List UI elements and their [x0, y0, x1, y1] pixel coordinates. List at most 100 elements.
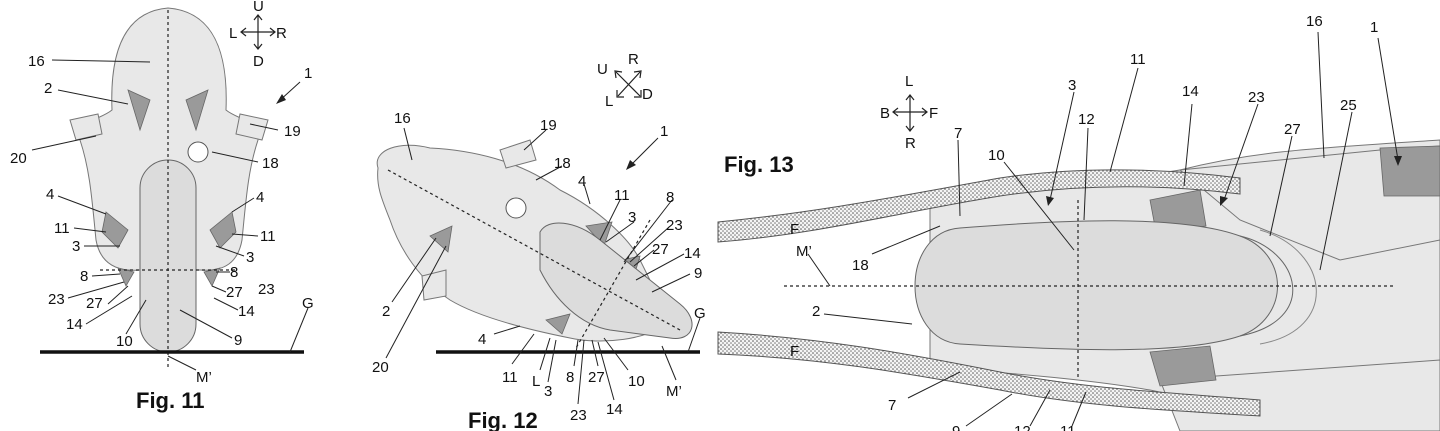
figure-caption: Fig. 13: [724, 152, 794, 177]
ref-label: 27: [588, 369, 605, 386]
ref-label: M’: [796, 243, 812, 260]
ref-label: 19: [540, 117, 557, 134]
ref-label: F: [790, 343, 799, 360]
figure-caption: Fig. 11: [136, 388, 204, 413]
ref-label: 11: [1060, 423, 1076, 431]
center-axis-fig12: [387, 169, 681, 331]
airflow-lower: [717, 331, 1261, 417]
ref-label: 10: [628, 373, 645, 390]
ref-label: 7: [888, 397, 896, 414]
leader-lines-fig13: [807, 31, 1402, 427]
figure-caption: Fig. 12: [468, 408, 538, 431]
ref-label: 8: [666, 189, 674, 206]
compass-left-label: L: [605, 93, 613, 110]
figure-11: U D L R: [10, 0, 314, 413]
ref-label: 27: [86, 295, 103, 312]
ref-label: 3: [246, 249, 254, 266]
ref-label: 11: [614, 187, 630, 204]
ref-label: F: [790, 221, 799, 238]
compass-bottom-label: R: [905, 135, 916, 152]
ref-label: 18: [554, 155, 571, 172]
motorcycle-leaning-view: [376, 139, 693, 342]
ref-label: 4: [46, 186, 54, 203]
ref-label: L: [532, 373, 540, 390]
ref-label: 16: [394, 110, 411, 127]
ref-label: 8: [230, 264, 238, 281]
compass-up-label: U: [253, 0, 264, 15]
ref-label: 8: [80, 268, 88, 285]
compass-down-label: D: [642, 86, 653, 103]
ref-label: 4: [578, 173, 586, 190]
compass-left-label: B: [880, 105, 890, 122]
ref-label: 11: [260, 228, 276, 245]
ref-label: 2: [812, 303, 820, 320]
compass-fig13: [892, 94, 928, 132]
leader-lines-fig12: [385, 127, 701, 405]
ref-label: 23: [48, 291, 65, 308]
ref-label: 12: [1014, 423, 1031, 431]
figure-13: Fig. 13 L R B F: [717, 13, 1440, 431]
transverse-axis-fig12: [575, 219, 651, 349]
reference-numerals-fig11: 16 2 1 19 20 18 4 4 11 11 3 3 8 8 23 27 …: [10, 53, 314, 386]
compass-left-label: L: [229, 25, 237, 42]
ref-label: 23: [570, 407, 587, 424]
ref-label: 2: [44, 80, 52, 97]
motorcycle-front-view: [69, 7, 269, 353]
ref-label: 18: [852, 257, 869, 274]
ref-label: 19: [284, 123, 301, 140]
ref-label: 4: [256, 189, 264, 206]
compass-down-label: D: [253, 53, 264, 70]
compass-right-label: R: [628, 51, 639, 68]
compass-top-label: L: [905, 73, 913, 90]
airflow-upper: [717, 169, 1241, 243]
reference-numerals-fig12: 16 19 18 1 4 11 8 3 23 27 14 9 G 2 20 4 …: [372, 110, 706, 424]
ref-label: 23: [258, 281, 275, 298]
ref-label: 16: [28, 53, 45, 70]
ref-label: 14: [684, 245, 701, 262]
ref-label: 4: [478, 331, 486, 348]
ref-label: 11: [1130, 51, 1146, 68]
compass-right-label: R: [276, 25, 287, 42]
ref-label: 12: [1078, 111, 1095, 128]
ref-label: 16: [1306, 13, 1323, 30]
ref-label: 20: [10, 150, 27, 167]
ref-label: G: [302, 295, 314, 312]
ref-label: 9: [694, 265, 702, 282]
leader-lines-fig11: [31, 59, 309, 371]
compass-fig12: [614, 70, 642, 98]
ref-label: 1: [660, 123, 668, 140]
ref-label: 23: [666, 217, 683, 234]
ref-label: 27: [652, 241, 669, 258]
ref-label: 14: [606, 401, 623, 418]
reference-numerals-fig13: 16 1 11 3 14 23 12 27 25 7 10 F M’ 18 2 …: [790, 13, 1378, 431]
ref-label: 3: [544, 383, 552, 400]
ref-label: 14: [66, 316, 83, 333]
ref-label: 10: [116, 333, 133, 350]
ref-label: 11: [502, 369, 518, 386]
ref-label: 3: [628, 209, 636, 226]
ref-label: 11: [54, 220, 70, 237]
ref-label: 1: [1370, 19, 1378, 36]
ref-label: 20: [372, 359, 389, 376]
ref-label: 27: [1284, 121, 1301, 138]
ref-label: 1: [304, 65, 312, 82]
ref-label: 3: [72, 238, 80, 255]
ref-label: 2: [382, 303, 390, 320]
ref-label: M’: [666, 383, 682, 400]
ref-label: 7: [954, 125, 962, 142]
ref-label: 9: [952, 423, 960, 431]
vehicle-bottom-view: [914, 139, 1440, 431]
figure-12: R U L D: [372, 51, 706, 431]
ref-label: M’: [196, 369, 212, 386]
compass-right-label: F: [929, 105, 938, 122]
ref-label: 25: [1340, 97, 1357, 114]
ref-label: 3: [1068, 77, 1076, 94]
compass-fig11: [240, 14, 276, 50]
ref-label: 8: [566, 369, 574, 386]
ref-label: 14: [238, 303, 255, 320]
ref-label: 18: [262, 155, 279, 172]
compass-up-label: U: [597, 61, 608, 78]
ref-label: G: [694, 305, 706, 322]
ref-label: 27: [226, 284, 243, 301]
